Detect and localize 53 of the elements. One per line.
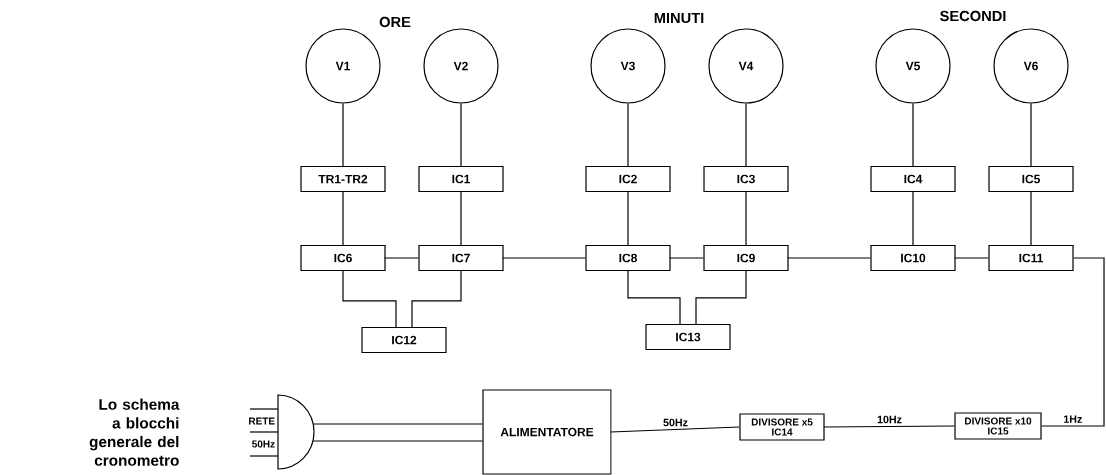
block-box: IC10: [870, 244, 956, 272]
connector-line: [627, 103, 629, 167]
plug-symbol: [249, 394, 315, 470]
block-box: ALIMENTATORE: [482, 389, 612, 475]
block-box: IC8: [585, 244, 671, 272]
connector-line: [787, 257, 871, 259]
block-box: IC11: [988, 244, 1074, 272]
block-box: IC5: [988, 165, 1074, 193]
block-box: DIVISORE x10 IC15: [954, 412, 1042, 440]
connector-line: [954, 257, 989, 259]
connector-line: [502, 257, 586, 259]
connector-line: [745, 191, 747, 246]
connector-line: [460, 191, 462, 246]
connector-line: [823, 425, 955, 428]
connector-line: [610, 426, 740, 433]
caption: Lo schema a blocchi generale del cronometro: [89, 398, 180, 466]
connector-line: [342, 270, 397, 328]
connector-line: [411, 270, 462, 328]
block-box: IC9: [703, 244, 789, 272]
connector-line: [912, 103, 914, 167]
connector-line: [384, 257, 419, 259]
block-box: IC4: [870, 165, 956, 193]
block-box: IC12: [361, 326, 447, 354]
block-box: IC7: [418, 244, 504, 272]
plug-label: RETE: [249, 417, 275, 425]
connector-line: [313, 440, 483, 442]
connector-line: [745, 103, 747, 167]
connector-line: [669, 257, 704, 259]
connector-line: [627, 270, 681, 325]
edge-label: 10Hz: [877, 415, 902, 424]
connector-line: [342, 103, 344, 167]
block-box: IC3: [703, 165, 789, 193]
block-box: IC13: [645, 323, 731, 351]
section-heading: ORE: [379, 16, 411, 28]
block-box: IC6: [300, 244, 386, 272]
block-box: IC1: [418, 165, 504, 193]
section-heading: MINUTI: [654, 12, 704, 24]
connector-line: [1030, 191, 1032, 246]
plug-label: 50Hz: [252, 440, 275, 448]
connector-line: [1041, 257, 1105, 427]
block-box: TR1-TR2: [300, 165, 386, 193]
connector-line: [627, 191, 629, 246]
connector-line: [1030, 103, 1032, 167]
block-box: DIVISORE x5 IC14: [739, 413, 825, 441]
connector-line: [342, 191, 344, 246]
connector-line: [460, 103, 462, 167]
edge-label: 1Hz: [1064, 415, 1082, 423]
section-heading: SECONDI: [940, 10, 1006, 22]
edge-label: 50Hz: [663, 418, 688, 427]
connector-line: [695, 270, 747, 325]
connector-line: [912, 191, 914, 246]
connector-line: [313, 423, 483, 425]
block-box: IC2: [585, 165, 671, 193]
